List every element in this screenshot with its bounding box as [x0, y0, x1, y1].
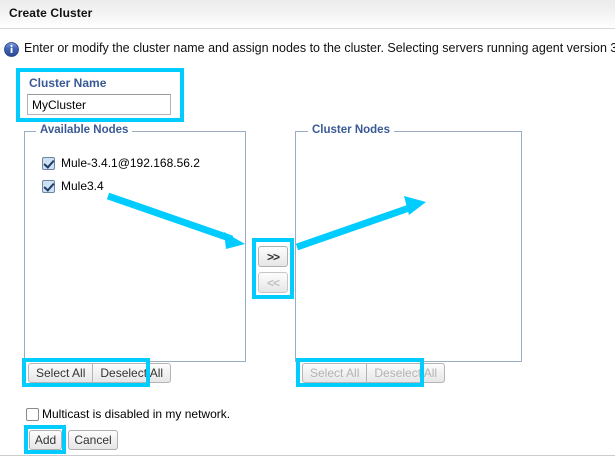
cluster-select-all-button[interactable]: Select All [302, 363, 368, 383]
dialog-title: Create Cluster [9, 6, 93, 20]
list-item[interactable]: Mule3.4 [42, 177, 104, 195]
add-button[interactable]: Add [29, 430, 62, 450]
cluster-select-all-group: Select All Deselect All [302, 363, 446, 383]
available-deselect-all-button[interactable]: Deselect All [93, 363, 172, 383]
list-item[interactable]: Mule-3.4.1@192.168.56.2 [42, 154, 200, 172]
node-checkbox[interactable] [42, 156, 55, 170]
info-message-row: Enter or modify the cluster name and ass… [4, 40, 615, 60]
node-label: Mule-3.4.1@192.168.56.2 [61, 156, 200, 170]
multicast-label: Multicast is disabled in my network. [42, 407, 231, 421]
dialog-titlebar: Create Cluster [0, 0, 615, 29]
cluster-nodes-panel [295, 131, 522, 362]
available-nodes-legend: Available Nodes [36, 124, 133, 136]
multicast-checkbox[interactable] [26, 407, 39, 421]
cluster-nodes-legend: Cluster Nodes [308, 124, 394, 136]
info-circle-icon [4, 42, 19, 57]
move-left-button[interactable]: << [258, 272, 288, 293]
available-nodes-panel [24, 131, 246, 362]
cluster-name-label: Cluster Name [29, 76, 107, 90]
cluster-name-input[interactable] [27, 94, 171, 115]
cancel-button[interactable]: Cancel [68, 430, 118, 450]
node-label: Mule3.4 [61, 179, 104, 193]
available-select-all-button[interactable]: Select All [28, 363, 94, 383]
info-message-text: Enter or modify the cluster name and ass… [24, 41, 615, 55]
multicast-row[interactable]: Multicast is disabled in my network. [26, 406, 230, 422]
node-checkbox[interactable] [42, 179, 55, 193]
cluster-deselect-all-button[interactable]: Deselect All [367, 363, 446, 383]
available-select-all-group: Select All Deselect All [28, 363, 172, 383]
move-right-button[interactable]: >> [258, 246, 288, 267]
